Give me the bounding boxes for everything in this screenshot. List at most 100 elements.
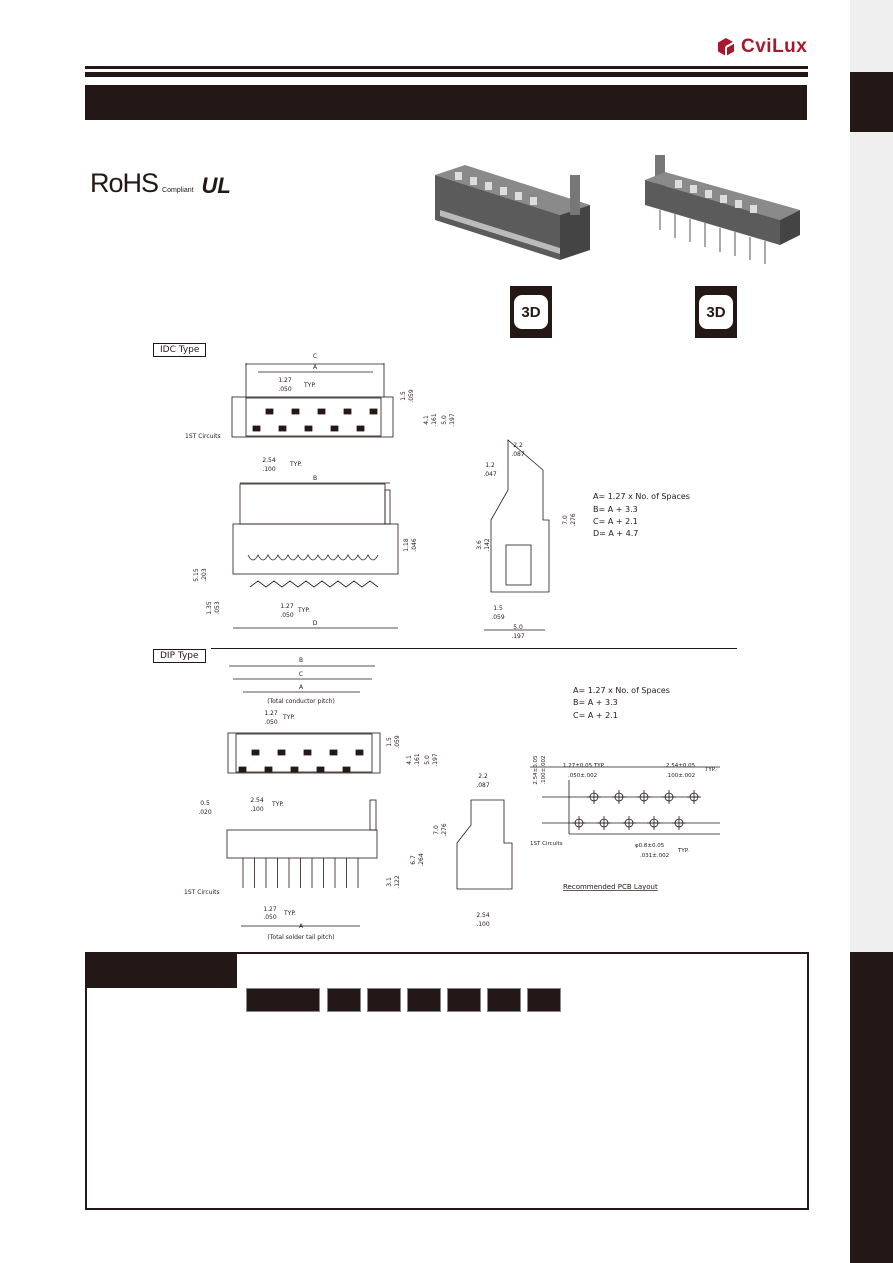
dimension-label: .264 [418,853,425,867]
contact-mark [316,766,325,773]
contact-mark [317,408,326,415]
dimension-label: .087 [511,451,525,458]
part-number-box [407,988,441,1012]
brand-name: CviLux [741,36,808,57]
dimension-label: .047 [483,471,497,478]
dimension-label: B= A + 3.3 [573,698,618,707]
dimension-label: .050 [263,914,277,921]
dimension-label: 2.54±0.05 [666,763,696,769]
dimension-label: 1ST Circuits [530,841,563,847]
dimension-label: A= 1.27 x No. of Spaces [573,686,670,695]
contact-mark [369,408,378,415]
dimension-label: 1.5 [386,737,393,747]
idc-type-label: IDC Type [153,343,207,357]
dimension-label: .020 [198,809,212,816]
contact-mark [265,408,274,415]
dimension-label: .203 [201,568,208,582]
dimension-label: Recommended PCB Layout [563,883,658,891]
contact-mark [304,425,313,432]
dimension-label: 1.27 [263,906,277,913]
dimension-label: B [313,475,317,482]
dimension-label: .100±.002 [666,773,695,779]
dimension-label: C [299,671,303,678]
dimension-label: .031±.002 [640,853,669,859]
dimension-label: .059 [394,735,401,749]
dimension-label: .046 [411,538,418,552]
dimension-label: .197 [432,753,439,767]
ordering-info-tab [85,952,237,988]
dimension-label: .122 [394,875,401,889]
rohs-mark: RoHS [90,168,159,198]
dimension-label: .100±.002 [541,755,547,784]
dimension-label: .142 [484,538,491,552]
dimension-label: 0.5 [200,800,210,807]
dimension-label: 1ST Circuits [185,433,221,440]
dimension-label: 1.27±0.05 TYP. [563,763,605,769]
dimension-label: D= A + 4.7 [593,529,638,538]
side-index-tab [850,72,893,132]
certifications: RoHS Compliant UL [90,170,231,197]
dimension-label: D [313,620,318,627]
dimension-label: .059 [491,614,505,621]
dimension-label: TYP. [303,382,316,389]
dimension-label: .161 [431,413,438,427]
dimension-label: TYP. [677,848,689,854]
dimension-label: (Total solder tail pitch) [267,934,334,941]
contact-mark [277,749,286,756]
contact-mark [303,749,312,756]
dimension-label: 1.5 [493,605,503,612]
dimension-label: TYP. [271,801,284,808]
dimension-label: 5.15 [193,568,200,582]
dimension-label: .059 [408,389,415,403]
dimension-label: A [313,364,318,371]
dimension-label: .276 [441,823,448,837]
dimension-label: TYP. [289,461,302,468]
contact-mark [290,766,299,773]
ordering-info-panel [85,952,809,1210]
contact-mark [291,408,300,415]
dimension-label: A [299,684,304,691]
dimension-label: 1.5 [400,391,407,401]
dimension-label: B= A + 3.3 [593,505,638,514]
dimension-label: 1.27 [264,710,278,717]
section-divider [211,648,737,649]
dip-type-label: DIP Type [153,649,206,663]
dimension-label: 1.27 [278,377,292,384]
3d-label: 3D [521,303,541,321]
dimension-label: .197 [449,413,456,427]
dimension-label: C [313,353,317,360]
dimension-label: TYP. [283,910,296,917]
dimension-label: 5.0 [424,755,431,765]
side-index-tab-bottom [850,952,893,1263]
contact-mark [329,749,338,756]
dimension-label: .161 [414,753,421,767]
dimension-label: .050 [280,612,294,619]
3d-model-icon[interactable]: 3D [510,286,552,338]
dimension-label: .050±.002 [568,773,597,779]
ul-mark: UL [201,173,231,198]
contact-mark [343,408,352,415]
3d-label: 3D [706,303,726,321]
contact-mark [342,766,351,773]
dimension-label: 3.6 [476,540,483,550]
dimension-label: .100 [476,921,490,928]
dimension-label: (Total conductor pitch) [267,698,335,705]
contact-mark [238,766,247,773]
dip-product-image [645,155,800,264]
dimension-label: TYP. [704,767,716,773]
part-number-box [367,988,401,1012]
dimension-label: 1ST Circuits [184,889,220,896]
3d-model-icon[interactable]: 3D [695,286,737,338]
contact-mark [264,766,273,773]
part-number-box [447,988,481,1012]
contact-mark [330,425,339,432]
dimension-label: .087 [476,782,490,789]
dimension-label: 5.0 [441,415,448,425]
dimension-label: A= 1.27 x No. of Spaces [593,492,690,501]
header-rule-thick [85,72,808,77]
dimension-label: 2.54 [476,912,490,919]
contact-mark [355,749,364,756]
dimension-label: 3.1 [386,877,393,887]
dimension-label: A [299,923,304,930]
